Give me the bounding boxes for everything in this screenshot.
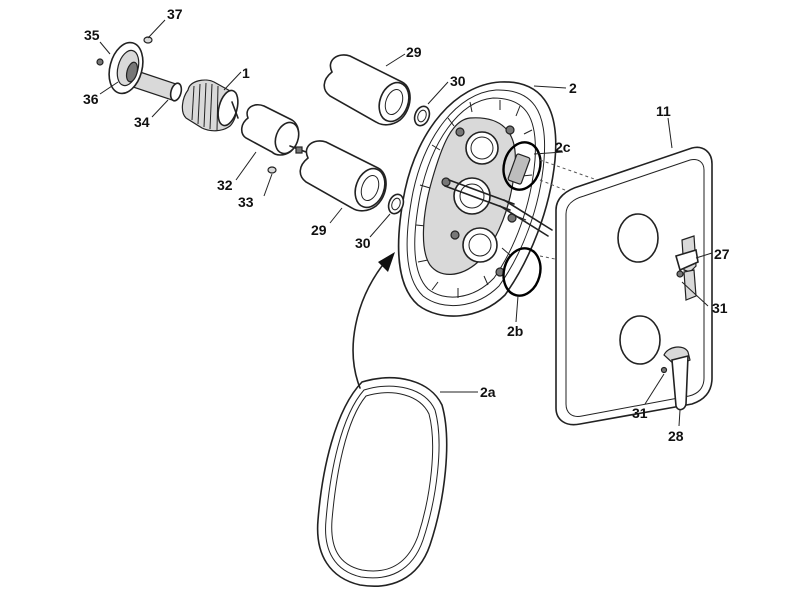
assembly-arrow	[352, 252, 395, 389]
label-30-lower: 30	[355, 235, 371, 251]
o-ring-30-lower	[387, 193, 405, 215]
lever-27	[675, 235, 699, 301]
screw-33	[267, 166, 277, 174]
cylinder-29-lower	[299, 140, 387, 212]
label-32: 32	[217, 177, 233, 193]
label-37: 37	[167, 6, 183, 22]
detail-circle-2c	[502, 141, 542, 191]
label-2: 2	[569, 80, 577, 96]
label-2a: 2a	[480, 384, 496, 400]
label-27: 27	[714, 246, 730, 262]
label-29-lower: 29	[311, 222, 327, 238]
label-33: 33	[238, 194, 254, 210]
label-2c: 2c	[555, 139, 571, 155]
cylinder-32	[240, 103, 307, 156]
label-11: 11	[656, 103, 671, 119]
back-plate-2	[397, 81, 557, 317]
label-36: 36	[83, 91, 99, 107]
label-34: 34	[134, 114, 150, 130]
flange-35-36	[96, 41, 144, 95]
leader-lines	[99, 19, 713, 427]
screw-37	[143, 36, 153, 44]
lever-28	[660, 346, 691, 411]
label-2b: 2b	[507, 323, 523, 339]
label-28: 28	[668, 428, 684, 444]
part-labels: 37 35 36 34 1 32 33 29 29 30 30 2 2c 2b …	[83, 6, 730, 444]
o-ring-30-upper	[413, 105, 431, 127]
gasket-ring-2a	[316, 377, 448, 587]
label-30-upper: 30	[450, 73, 466, 89]
spindle-34	[129, 69, 183, 102]
label-31-lower: 31	[632, 405, 648, 421]
label-29-upper: 29	[406, 44, 422, 60]
detail-circle-2b	[502, 247, 542, 297]
label-1: 1	[242, 65, 250, 81]
cartridge-1	[181, 79, 239, 132]
cylinder-29-upper	[323, 54, 411, 126]
label-35: 35	[84, 27, 100, 43]
label-31-upper: 31	[712, 300, 728, 316]
